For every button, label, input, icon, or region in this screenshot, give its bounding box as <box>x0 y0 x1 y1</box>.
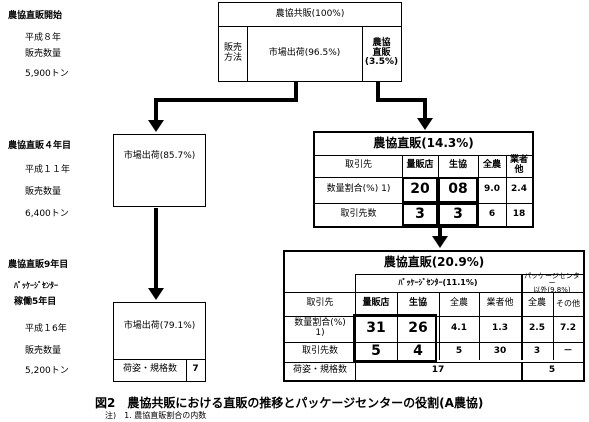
bottom-right-col-0: 量販店 <box>362 298 390 309</box>
top-box-market: 市場出荷(96.5%) <box>268 47 341 58</box>
start-qty: 5,900トン <box>25 69 69 79</box>
bottom-right-group1: ﾊﾟｯｹｰｼﾞｾﾝﾀｰ(11.1%) <box>398 277 478 287</box>
mid-right-col-0: 量販店 <box>406 160 434 171</box>
mid-right-title: 農協直販(14.3%) <box>373 136 474 151</box>
mid-right-r0-v1: 08 <box>438 177 478 203</box>
arrow-to-direct-14 <box>376 82 427 120</box>
bottom-right-r0-v2: 4.1 <box>451 323 467 334</box>
bottom-right-footer-value2: 5 <box>548 365 556 376</box>
year4-qty-label: 販売数量 <box>25 187 62 197</box>
mid-right-col-1: 生協 <box>448 160 467 171</box>
mid-right-box: 農協直販(14.3%) 取引先 量販店 生協 全農 業者他 数量割合(%) 1)… <box>313 131 534 228</box>
bottom-right-r1-v5: － <box>563 346 573 357</box>
top-box-method: 販売 方法 <box>223 42 242 63</box>
start-qty-label: 販売数量 <box>25 49 62 59</box>
bottom-right-r0-v0: 31 <box>366 320 386 337</box>
mid-right-row1-label: 取引先数 <box>340 208 377 219</box>
bottom-left-label: 市場出荷(79.1%) <box>123 321 196 332</box>
bottom-right-r0-v1: 26 <box>408 320 428 337</box>
year9-year: 平成１6年 <box>25 324 67 334</box>
start-title: 農協直販開始 <box>8 11 63 21</box>
year9-qty: 5,200トン <box>25 366 69 376</box>
bottom-left-box: 市場出荷(79.1%) 荷姿・規格数 7 <box>113 302 206 382</box>
bottom-right-r1-v0: 5 <box>371 343 381 360</box>
figure-caption: 図2 農協共販における直販の推移とパッケージセンターの役割(A農協) <box>95 396 484 410</box>
bottom-right-r0-v5: 7.2 <box>560 323 576 334</box>
bottom-right-row0-label: 数量割合(%) 1) <box>294 318 346 338</box>
top-box: 農協共販(100%) 販売 方法 市場出荷(96.5%) 農協 直販 (3.5%… <box>218 2 402 82</box>
mid-right-r1-v0: 3 <box>402 203 438 226</box>
mid-right-col-header: 取引先 <box>344 160 372 171</box>
figure-note: 注) 1. 農協直販割合の内数 <box>105 411 207 420</box>
mid-right-r1-v3: 18 <box>512 208 526 219</box>
year9-title: 農協直販9年目 <box>8 260 69 270</box>
mid-right-r0-v0: 20 <box>402 177 438 203</box>
bottom-right-footer-label: 荷姿・規格数 <box>292 365 347 376</box>
bottom-right-footer-value1: 17 <box>431 365 445 376</box>
start-year: 平成８年 <box>25 33 62 43</box>
bottom-right-row1-label: 取引先数 <box>301 346 338 357</box>
mid-left-box: 市場出荷(85.7%) <box>113 134 206 207</box>
mid-right-col-2: 全農 <box>482 160 501 171</box>
bottom-right-col-4: 全農 <box>527 298 546 309</box>
mid-right-row0-label: 数量割合(%) 1) <box>326 184 391 195</box>
mid-right-r1-v1: 3 <box>438 203 478 226</box>
year4-title: 農協直販４年目 <box>8 141 72 151</box>
bottom-right-col-2: 全農 <box>449 298 468 309</box>
bottom-right-col-3: 業者他 <box>486 298 514 309</box>
bottom-right-col-1: 生協 <box>408 298 427 309</box>
bottom-right-r1-v3: 30 <box>493 346 507 357</box>
bottom-left-footer-label: 荷姿・規格数 <box>122 364 177 375</box>
bottom-right-r1-v4: 3 <box>533 346 541 357</box>
bottom-right-title: 農協直販(20.9%) <box>383 255 485 270</box>
bottom-right-col-5: その他 <box>556 298 580 308</box>
year9-qty-label: 販売数量 <box>25 346 62 356</box>
year9-title3: 稼働5年目 <box>14 297 57 307</box>
bottom-right-r0-v4: 2.5 <box>529 323 545 334</box>
bottom-right-box: 農協直販(20.9%) ﾊﾟｯｹｰｼﾞｾﾝﾀｰ(11.1%) パッケージセンター… <box>283 250 585 382</box>
bottom-right-col-header: 取引先 <box>306 298 334 309</box>
year4-qty: 6,400トン <box>25 209 69 219</box>
mid-right-r0-v3: 2.4 <box>511 184 527 195</box>
bottom-right-r1-v2: 5 <box>455 346 463 357</box>
top-box-header: 農協共販(100%) <box>275 8 345 19</box>
mid-left-label: 市場出荷(85.7%) <box>123 151 196 162</box>
bottom-right-highlight <box>353 314 437 362</box>
bottom-left-footer-value: 7 <box>192 364 199 375</box>
bottom-right-group2: パッケージセンター 以外(9.8%) <box>524 271 580 294</box>
top-box-direct: 農協 直販 (3.5%) <box>364 37 399 68</box>
mid-right-r0-v2: 9.0 <box>484 184 500 195</box>
bottom-right-r0-v3: 1.3 <box>492 323 508 334</box>
bottom-right-r1-v1: 4 <box>413 343 423 360</box>
mid-right-r1-v2: 6 <box>488 208 496 219</box>
mid-right-col-3: 業者他 <box>509 155 528 175</box>
year9-title2: ﾊﾟｯｹｰｼﾞｾﾝﾀｰ <box>14 281 58 290</box>
year4-year: 平成１１年 <box>25 165 71 175</box>
arrow-to-market-85 <box>154 82 298 122</box>
